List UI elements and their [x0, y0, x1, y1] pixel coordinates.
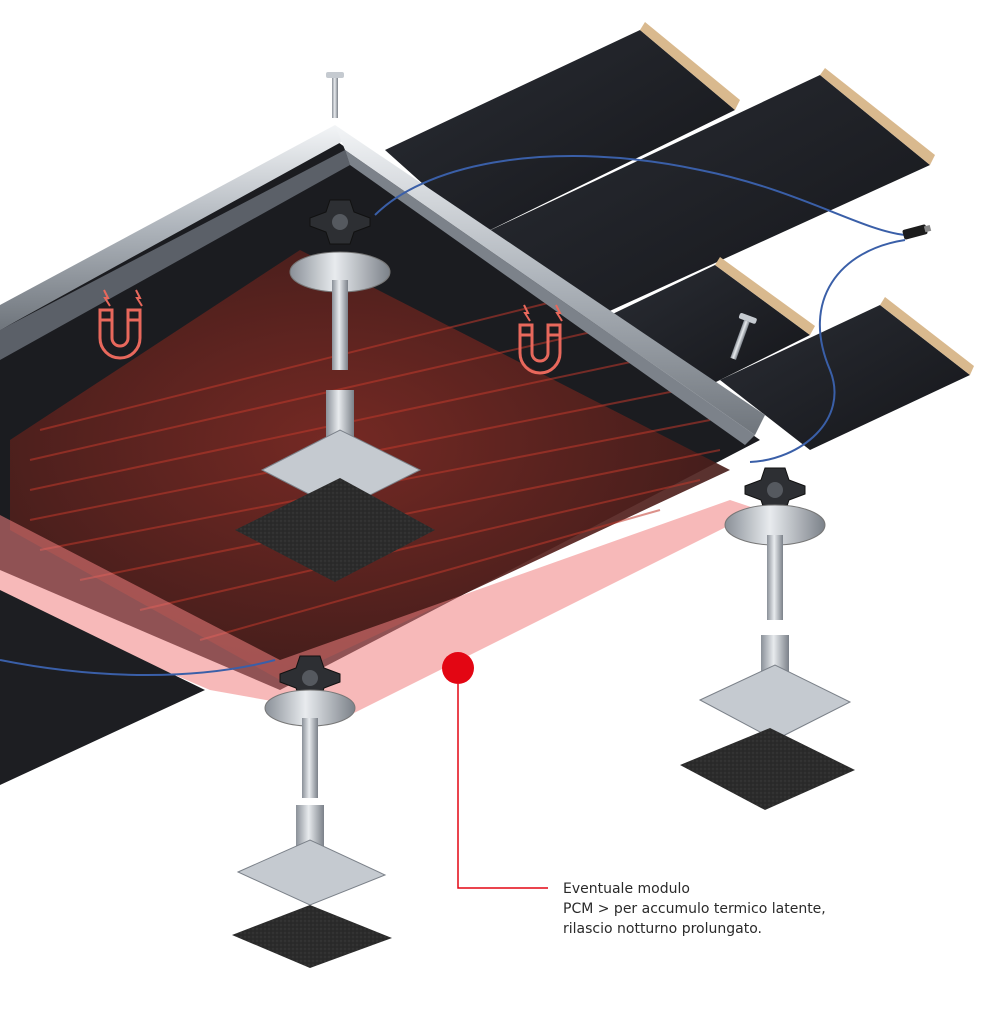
- callout-line: Eventuale modulo: [563, 881, 690, 897]
- felt-pad: [680, 728, 855, 810]
- floor-panel: [480, 75, 930, 320]
- pedestal-base-plate: [698, 664, 852, 741]
- panel-wood-edge: [715, 257, 815, 335]
- panel-wood-edge: [880, 297, 974, 375]
- cable-connector-icon: [902, 224, 932, 240]
- threaded-rod: [302, 718, 318, 798]
- magnet-icon: [518, 304, 563, 375]
- lightning-icon: [523, 304, 531, 322]
- felt-pad: [232, 905, 392, 968]
- pedestal-base-plate: [236, 839, 387, 906]
- floor-panel: [385, 30, 735, 235]
- aluminium-frame: [0, 125, 765, 445]
- lightning-icon: [103, 289, 111, 307]
- threaded-rod: [767, 535, 783, 620]
- earthing-cable: [0, 155, 906, 676]
- fixing-screw: [730, 313, 757, 360]
- pcm-callout-marker: [442, 652, 548, 889]
- pcm-callout-text: Eventuale modulo PCM > per accumulo term…: [563, 879, 893, 939]
- floor-panel: [0, 590, 205, 785]
- magnet-icon: [98, 289, 143, 360]
- callout-line: rilascio notturno prolungato.: [563, 921, 762, 937]
- felt-pad: [235, 478, 435, 582]
- lightning-icon: [555, 304, 563, 322]
- pedestal-support: [680, 467, 855, 810]
- panel-wood-edge: [820, 68, 935, 165]
- lightning-icon: [135, 289, 143, 307]
- threaded-rod: [332, 280, 348, 370]
- pcm-module-layer: [0, 500, 760, 715]
- pedestal-support: [235, 199, 435, 582]
- panel-wood-edge: [640, 22, 740, 110]
- back-floor-panels: [385, 22, 974, 450]
- floor-panel: [720, 305, 970, 450]
- callout-line: PCM > per accumulo termico latente,: [563, 901, 826, 917]
- fixing-screw: [326, 72, 344, 118]
- pedestal-support: [232, 655, 392, 968]
- floor-panel: [600, 265, 810, 390]
